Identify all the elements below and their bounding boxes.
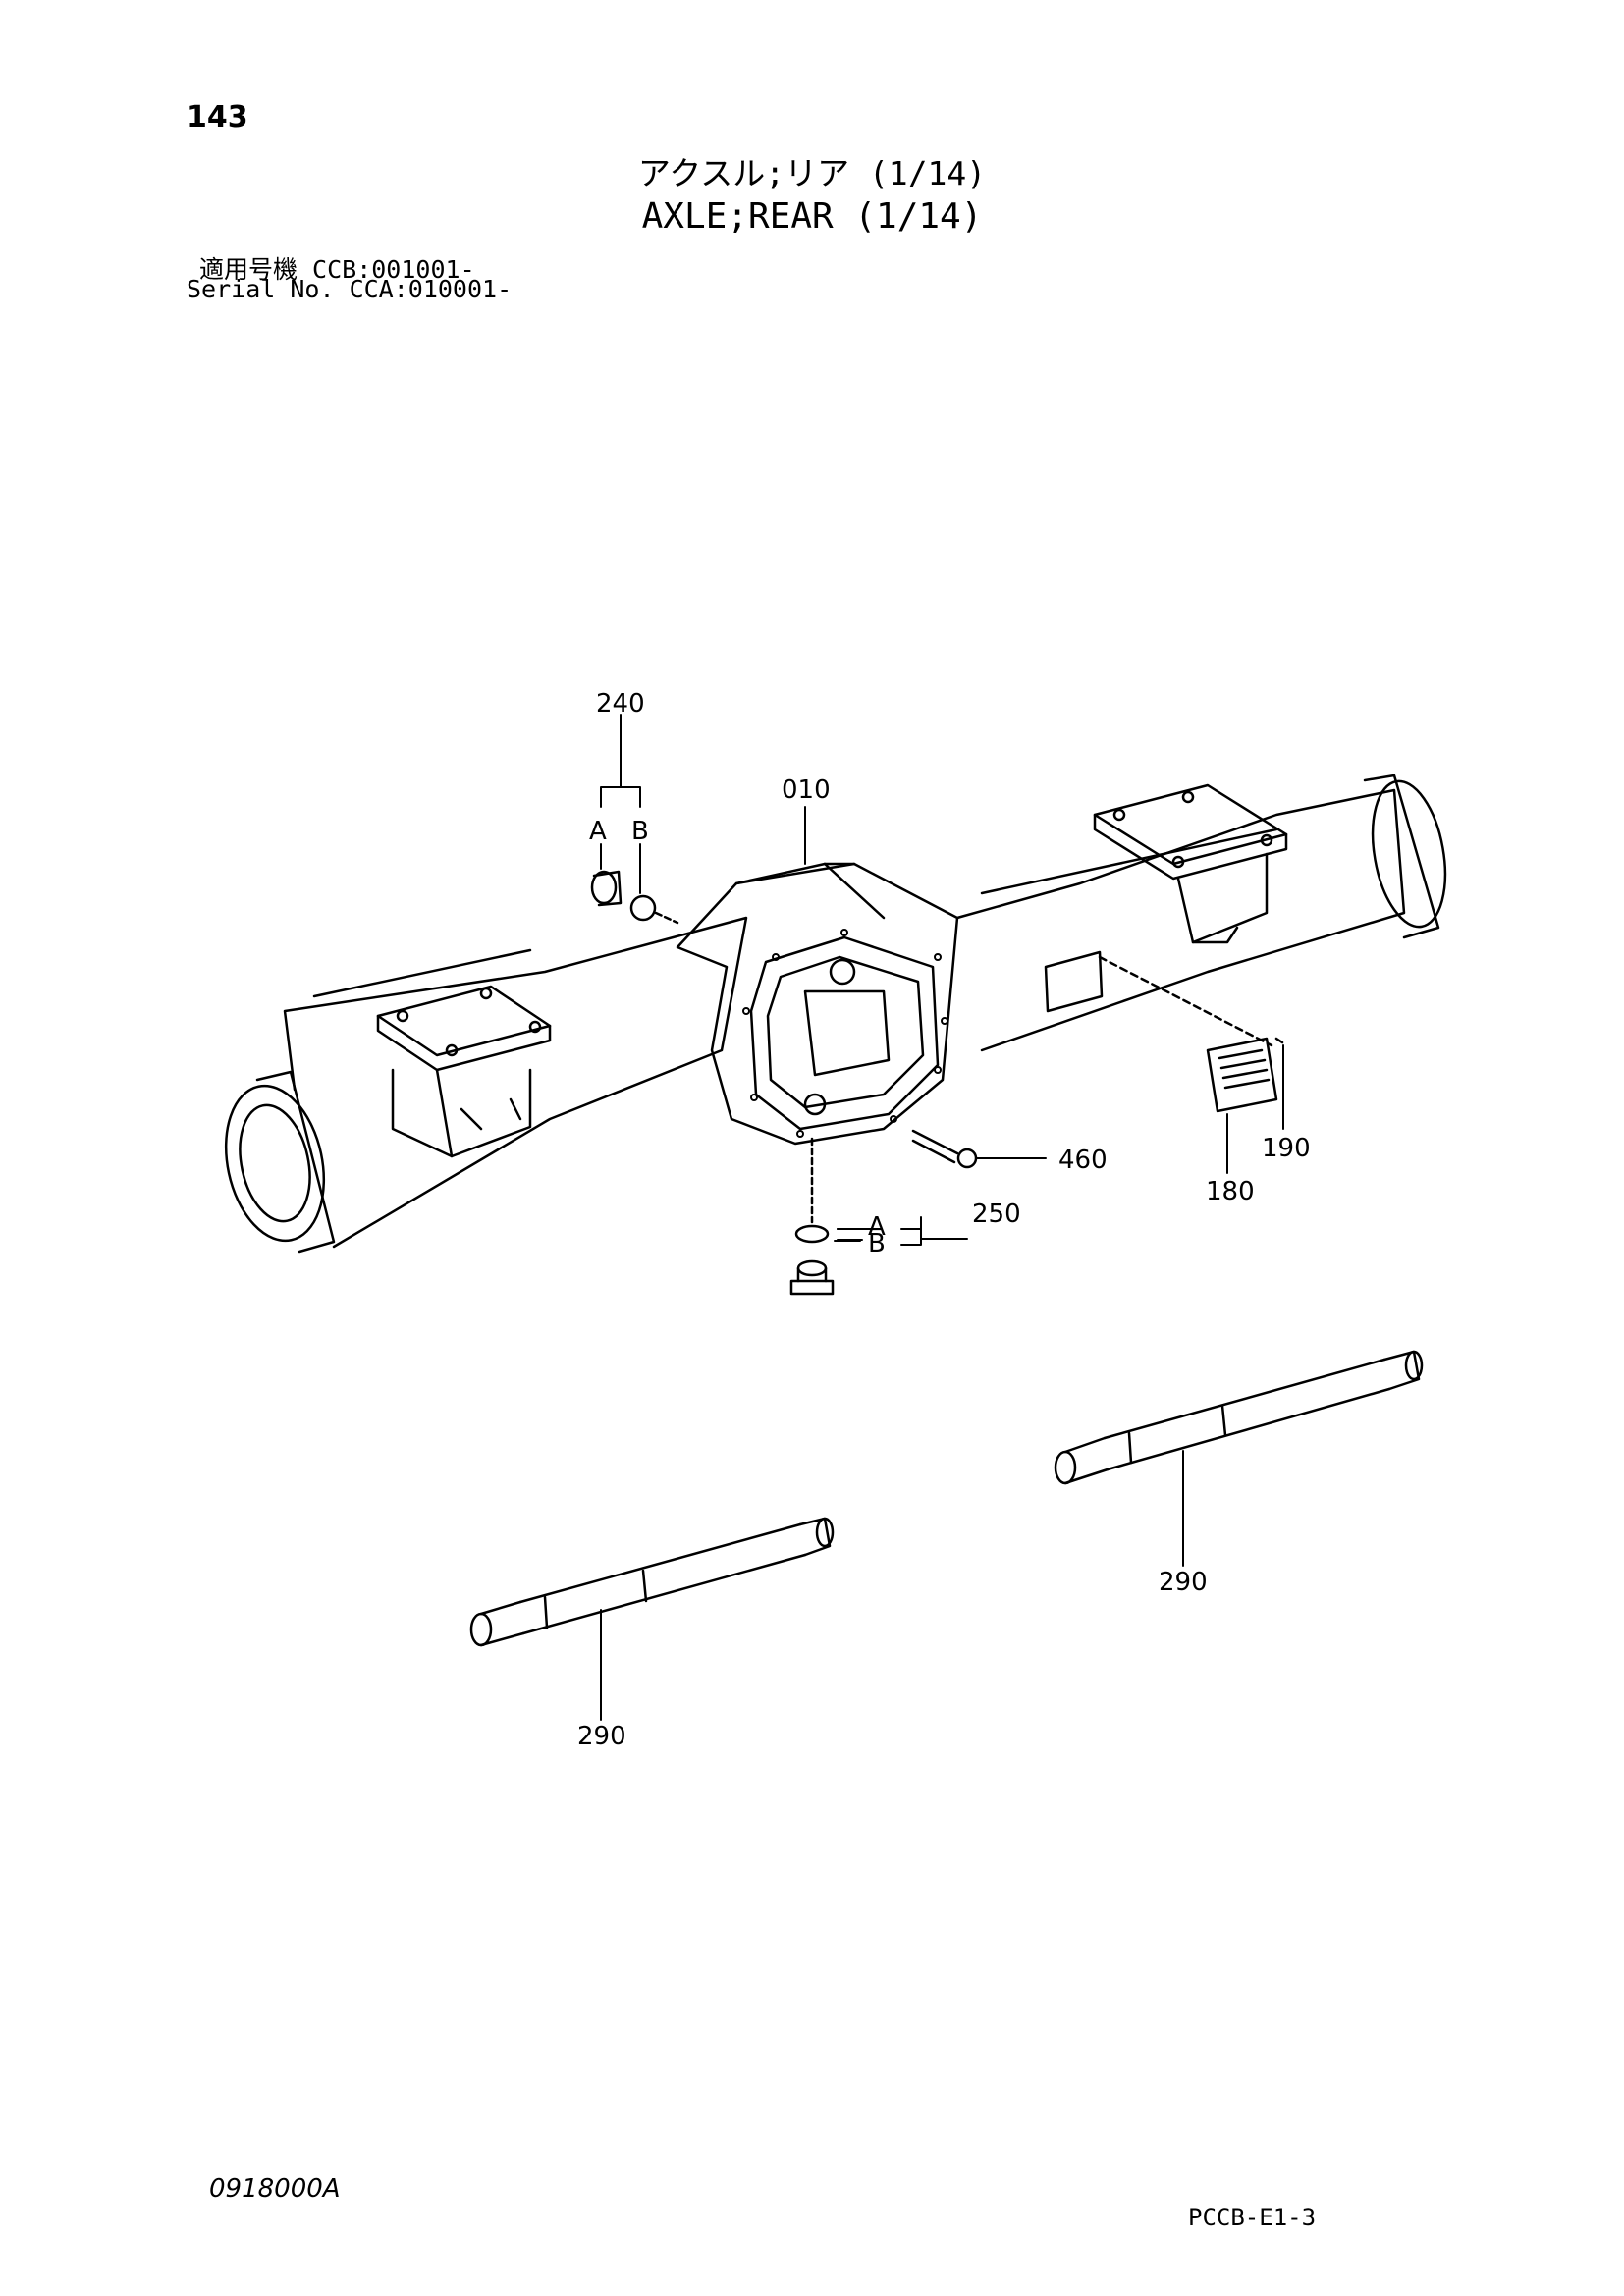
callout-290-right-shaft: 290 bbox=[1159, 1568, 1208, 1597]
page-title-english: AXLE;REAR (1/14) bbox=[641, 196, 983, 237]
page-number: 143 bbox=[187, 100, 248, 134]
callout-010: 010 bbox=[782, 775, 831, 805]
page-title-japanese: アクスル;リア (1/14) bbox=[637, 154, 987, 192]
callout-460: 460 bbox=[1058, 1146, 1108, 1175]
drawing-code: 0918000A bbox=[209, 2174, 341, 2204]
breather-plug-drawing bbox=[590, 870, 679, 925]
axle-housing-drawing bbox=[224, 774, 1447, 1254]
callout-240: 240 bbox=[596, 689, 645, 719]
axle-shaft-left-drawing bbox=[469, 1517, 835, 1647]
leader-lines bbox=[600, 714, 1284, 1721]
drain-plug-drawing bbox=[789, 1137, 835, 1296]
bolt-drawing bbox=[911, 1129, 978, 1169]
axle-shaft-right-drawing bbox=[1054, 1350, 1424, 1485]
callout-190: 190 bbox=[1262, 1134, 1311, 1163]
serial-applicability-english: Serial No. CCA:010001- bbox=[187, 275, 513, 303]
name-plate-drawing bbox=[1098, 955, 1284, 1113]
sub-label-b-drain: B bbox=[868, 1229, 886, 1258]
serial-applicability-japanese: 適用号機 CCB:001001- bbox=[199, 255, 475, 284]
callout-290-left-shaft: 290 bbox=[577, 1722, 626, 1751]
callout-250: 250 bbox=[972, 1200, 1021, 1229]
sub-label-a-breather: A bbox=[589, 817, 607, 846]
sub-label-a-drain: A bbox=[868, 1212, 886, 1242]
page-code: PCCB-E1-3 bbox=[1188, 2204, 1317, 2231]
callout-180: 180 bbox=[1206, 1177, 1255, 1206]
sub-label-b-breather: B bbox=[631, 817, 649, 846]
